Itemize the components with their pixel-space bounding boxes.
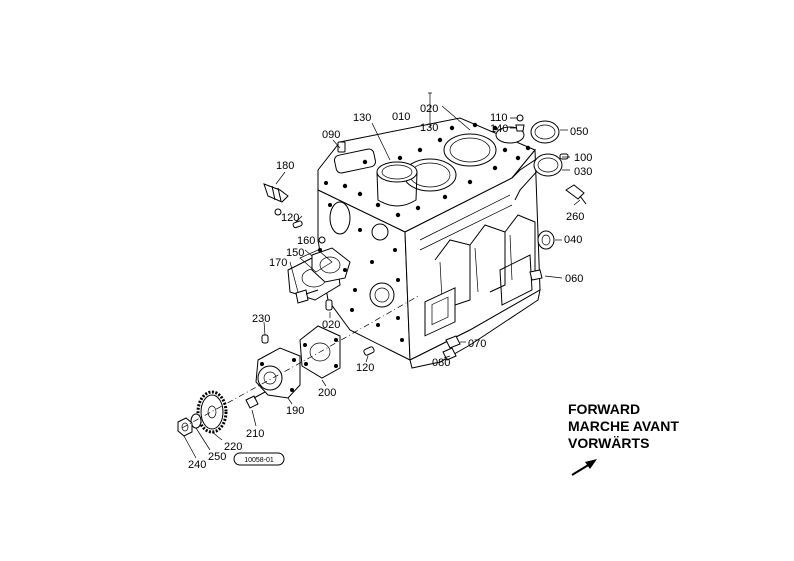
label-230: 230 [252,313,270,325]
gear-nut-washer [177,413,202,437]
label-260: 260 [566,211,584,223]
front-housing-gasket [287,247,351,301]
label-050: 050 [570,126,588,138]
label-020-lower: 020 [322,319,340,331]
label-120-upper: 120 [281,212,299,224]
label-140: 140 [490,123,508,135]
drawing-code-badge: 10058-01 [233,452,285,466]
label-170: 170 [269,257,287,269]
label-070: 070 [468,338,486,350]
forward-arrow-icon [571,459,597,476]
label-220: 220 [224,441,242,453]
direction-vorwaerts: VORWÄRTS [568,435,650,451]
label-190: 190 [286,405,304,417]
oil-pump-gear [196,390,228,434]
label-130: 130 [353,112,371,124]
label-160: 160 [297,235,315,247]
hardware-parts [245,114,587,409]
label-240: 240 [188,459,206,471]
label-010: 010 [392,111,410,123]
label-090: 090 [322,129,340,141]
cylinder-block [317,117,541,369]
label-020-top: 020 [420,103,438,115]
label-110: 110 [490,112,508,124]
oil-pump [255,347,301,399]
label-060: 060 [565,273,583,285]
label-210: 210 [246,428,264,440]
part-labels: 010 020 130 130 090 110 140 050 100 030 … [188,103,592,471]
label-030: 030 [574,166,592,178]
drawing-code: 10058-01 [244,457,274,464]
label-120-lower: 120 [356,362,374,374]
label-180: 180 [276,160,294,172]
label-080: 080 [432,357,450,369]
direction-forward: FORWARD [568,401,641,417]
direction-marche-avant: MARCHE AVANT [568,418,679,434]
label-100: 100 [574,152,592,164]
label-200: 200 [318,387,336,399]
label-250: 250 [208,451,226,463]
label-150: 150 [286,247,304,259]
label-130-top: 130 [420,122,438,134]
label-040: 040 [564,234,582,246]
leader-lines [181,92,581,459]
